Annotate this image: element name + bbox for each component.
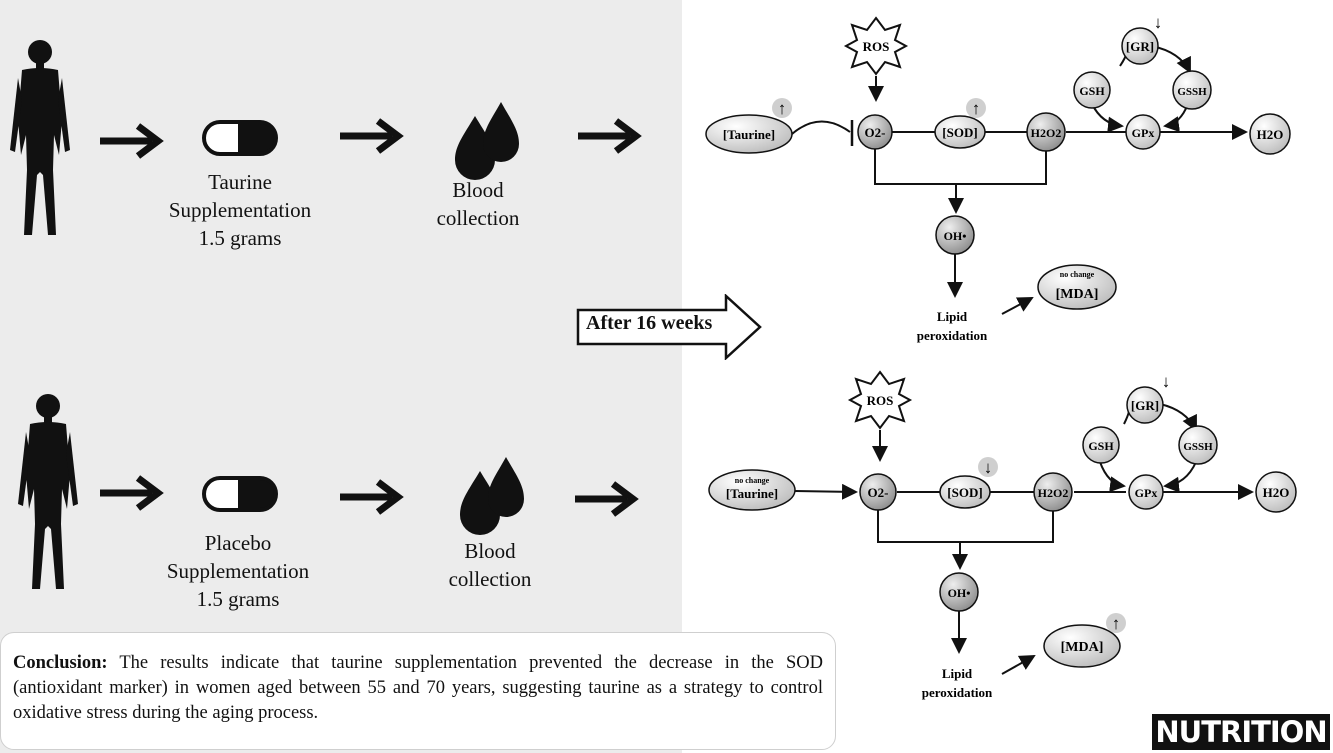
- ros-label: ROS: [863, 39, 890, 54]
- increase-arrow-icon: ↑: [972, 99, 981, 118]
- svg-text:H2O: H2O: [1263, 485, 1290, 500]
- top-pathway: ROS [Taurine] ↑ O2- [SOD] ↑ H2O2 [GR] ↓: [705, 13, 1291, 343]
- gr-node: [1121, 27, 1159, 65]
- ros-star-icon: [843, 16, 909, 76]
- svg-text:[GR]: [GR]: [1131, 398, 1159, 413]
- placebo-supplement-label: Placebo Supplementation 1.5 grams: [166, 531, 310, 611]
- svg-text:GSSH: GSSH: [1183, 441, 1213, 453]
- water-node: [1255, 471, 1297, 513]
- conclusion-text: The results indicate that taurine supple…: [13, 653, 823, 723]
- svg-text:[SOD]: [SOD]: [942, 125, 977, 140]
- svg-text:OH•: OH•: [948, 586, 971, 600]
- svg-text:[MDA]: [MDA]: [1061, 640, 1104, 655]
- svg-text:[GR]: [GR]: [1126, 39, 1154, 54]
- decrease-arrow-icon: ↓: [1162, 372, 1171, 391]
- left-panel-background: [0, 0, 682, 753]
- bottom-pathway: ROS no change [Taurine] O2- [SOD] ↓ H2O2…: [708, 370, 1297, 700]
- svg-text:GPx: GPx: [1135, 486, 1158, 500]
- conclusion-box: Conclusion: The results indicate that ta…: [0, 632, 836, 750]
- gpx-node: [1128, 474, 1164, 510]
- svg-text:GSSH: GSSH: [1177, 86, 1207, 98]
- svg-text:O2-: O2-: [865, 125, 886, 140]
- after-16-weeks-arrow: After 16 weeks: [576, 293, 762, 365]
- svg-text:ROS: ROS: [867, 393, 894, 408]
- svg-text:no change: no change: [735, 476, 770, 485]
- water-node: [1249, 113, 1291, 155]
- increase-arrow-icon: ↑: [778, 99, 787, 118]
- taurine-supplement-label: Taurine Supplementation 1.5 grams: [168, 170, 312, 250]
- svg-text:[MDA]: [MDA]: [1056, 287, 1099, 302]
- nutrition-journal-logo: NUTRITION: [1152, 714, 1330, 750]
- taurine-node: [708, 469, 796, 511]
- gssh-node: [1172, 70, 1212, 110]
- mda-node: [1037, 264, 1117, 310]
- svg-text:[Taurine]: [Taurine]: [723, 127, 775, 142]
- after-16-weeks-label: After 16 weeks: [586, 312, 713, 334]
- svg-text:GSH: GSH: [1088, 439, 1114, 453]
- gsh-node: [1082, 426, 1120, 464]
- svg-text:[Taurine]: [Taurine]: [726, 486, 778, 501]
- gssh-node: [1178, 425, 1218, 465]
- blood-collection-label-bottom: Blood collection: [448, 539, 532, 591]
- svg-text:H2O2: H2O2: [1038, 486, 1069, 500]
- blood-collection-label-top: Blood collection: [436, 178, 520, 230]
- gsh-node: [1073, 71, 1111, 109]
- svg-text:H2O2: H2O2: [1031, 126, 1062, 140]
- gr-node: [1126, 386, 1164, 424]
- decrease-arrow-icon: ↓: [984, 458, 993, 477]
- svg-text:H2O: H2O: [1257, 127, 1284, 142]
- svg-text:[SOD]: [SOD]: [947, 485, 982, 500]
- gpx-node: [1125, 114, 1161, 150]
- sod-node: [934, 115, 986, 149]
- svg-text:no change: no change: [1060, 270, 1095, 279]
- svg-text:O2-: O2-: [868, 485, 889, 500]
- increase-arrow-icon: ↑: [1112, 614, 1121, 633]
- mda-node: [1043, 624, 1121, 668]
- svg-text:GPx: GPx: [1132, 126, 1155, 140]
- ros-star-icon: [847, 370, 913, 430]
- svg-text:GSH: GSH: [1079, 84, 1105, 98]
- conclusion-heading: Conclusion:: [13, 653, 108, 673]
- sod-node: [939, 475, 991, 509]
- svg-text:OH•: OH•: [944, 229, 967, 243]
- decrease-arrow-icon: ↓: [1154, 13, 1163, 32]
